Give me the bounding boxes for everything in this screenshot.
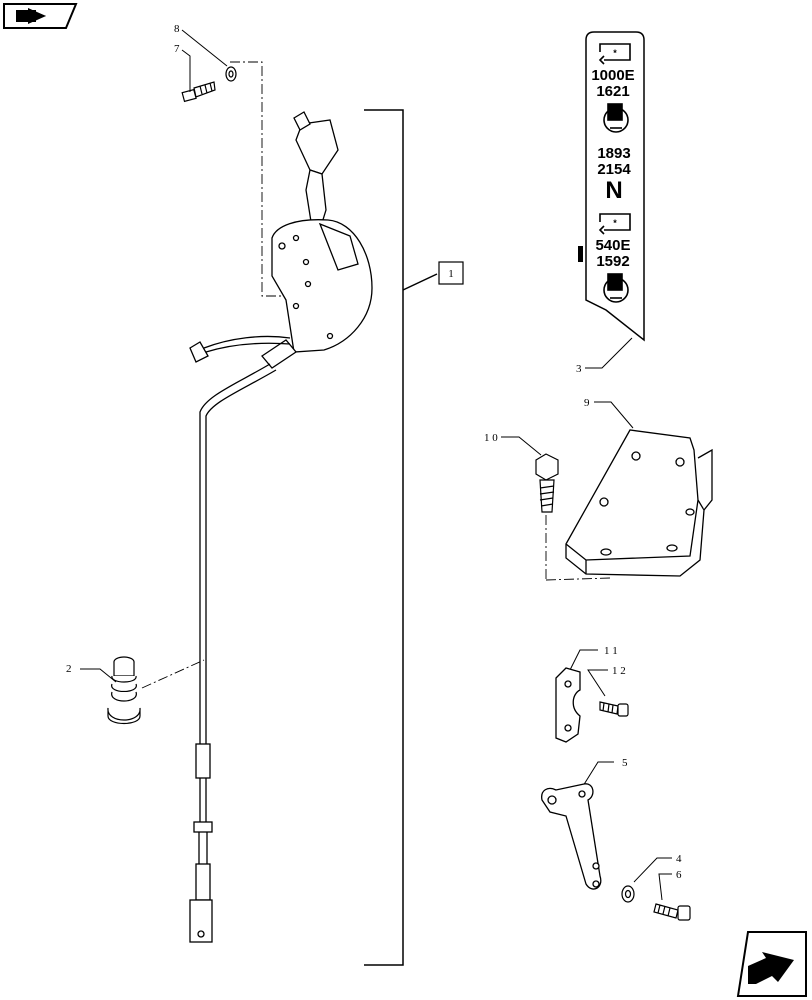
bolt-6 [653,903,691,921]
washer-8 [225,66,237,82]
next-page-icon[interactable] [736,931,807,997]
callout-10: 1 0 [484,432,498,444]
bracket-9 [565,429,713,577]
leader-lines [80,29,672,901]
callout-12: 1 2 [612,665,626,677]
callout-4: 4 [676,853,682,865]
decal-line-2: 1621 [596,83,629,100]
lever-icon [603,273,629,303]
control-cable [189,363,277,943]
decal-line-3: 1893 [597,145,630,162]
washer-4 [621,885,635,903]
clamp-11 [555,667,581,743]
callout-8: 8 [174,23,180,35]
callout-labels: 8 7 2 3 9 1 0 1 1 1 2 5 4 6 [66,23,682,881]
bolt-12 [599,701,629,717]
rotation-icon: * [598,43,631,65]
lever-icon [603,103,629,133]
callout-5: 5 [622,757,628,769]
callout-9: 9 [584,397,590,409]
callout-11: 1 1 [604,645,618,657]
svg-text:*: * [613,48,617,58]
decal-line-5: N [605,177,622,204]
assembly-bracket [364,109,438,966]
decal-line-7: 1592 [596,253,629,270]
bolt-10 [535,453,559,513]
callout-1-box: 1 [438,261,464,285]
link-arm-5 [541,783,602,890]
decal-line-1: 1000E [591,67,634,84]
callout-6: 6 [676,869,682,881]
callout-3: 3 [576,363,582,375]
grommet-2 [107,656,141,725]
control-lever-assembly [189,111,373,369]
decal-line-6: 540E [595,237,630,254]
decal-line-4: 2154 [597,161,631,178]
ptO-speed-decal: * 1000E 1621 1893 2154 N * 540E 1592 [578,31,645,342]
svg-text:*: * [613,218,617,228]
callout-7: 7 [174,43,180,55]
alignment-lines [141,61,611,689]
bolt-7 [181,81,216,103]
rotation-icon: * [598,213,631,235]
prev-page-icon[interactable] [3,3,78,29]
part-code-stamp [578,246,583,262]
callout-2: 2 [66,663,72,675]
callout-1: 1 [448,268,454,280]
